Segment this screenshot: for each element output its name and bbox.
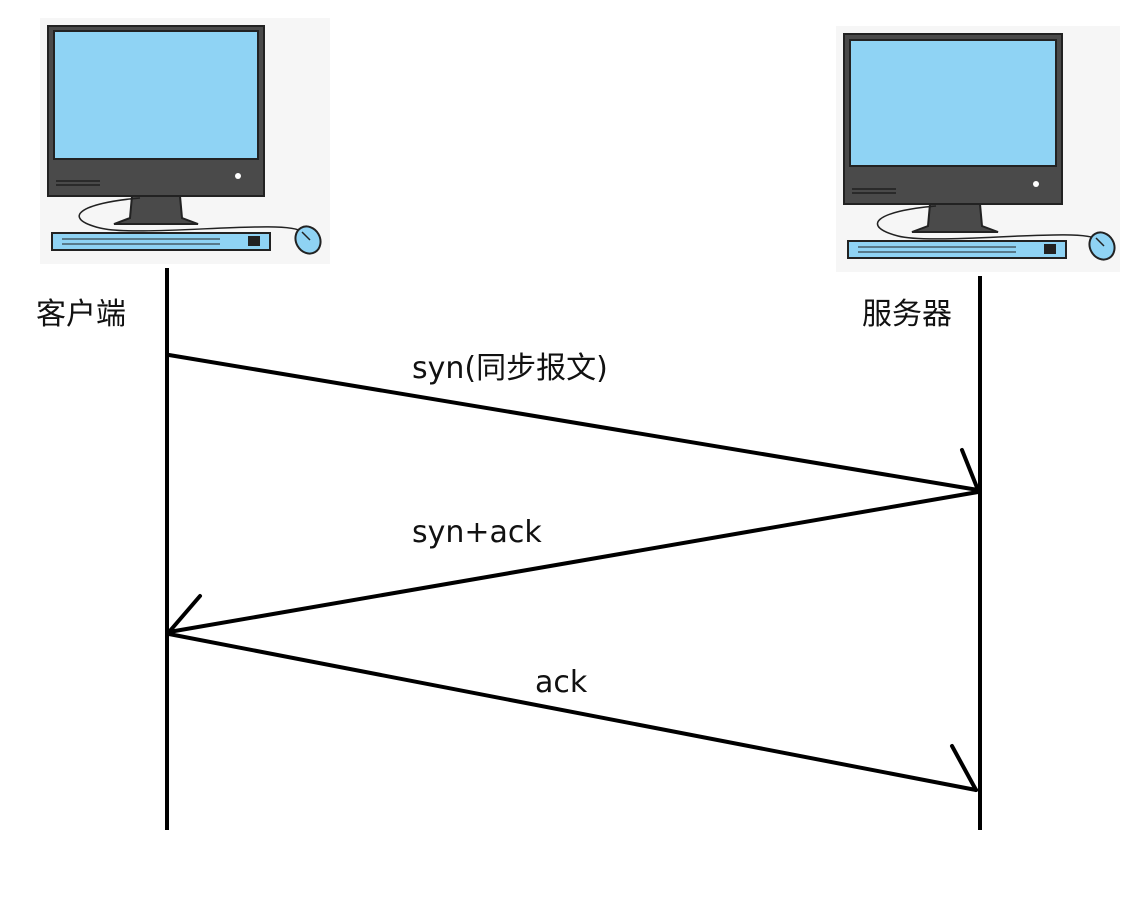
syn-ack-message-label: syn+ack [412, 515, 542, 550]
server-computer-icon [836, 26, 1120, 272]
syn-ack-arrow [167, 490, 980, 634]
syn-message-label: syn(同步报文) [412, 351, 608, 386]
client-label: 客户端 [36, 297, 126, 332]
ack-arrow [167, 632, 978, 792]
ack-message-label: ack [535, 665, 588, 700]
client-computer-icon [40, 18, 330, 264]
server-label: 服务器 [862, 297, 952, 332]
syn-arrow [167, 353, 980, 492]
